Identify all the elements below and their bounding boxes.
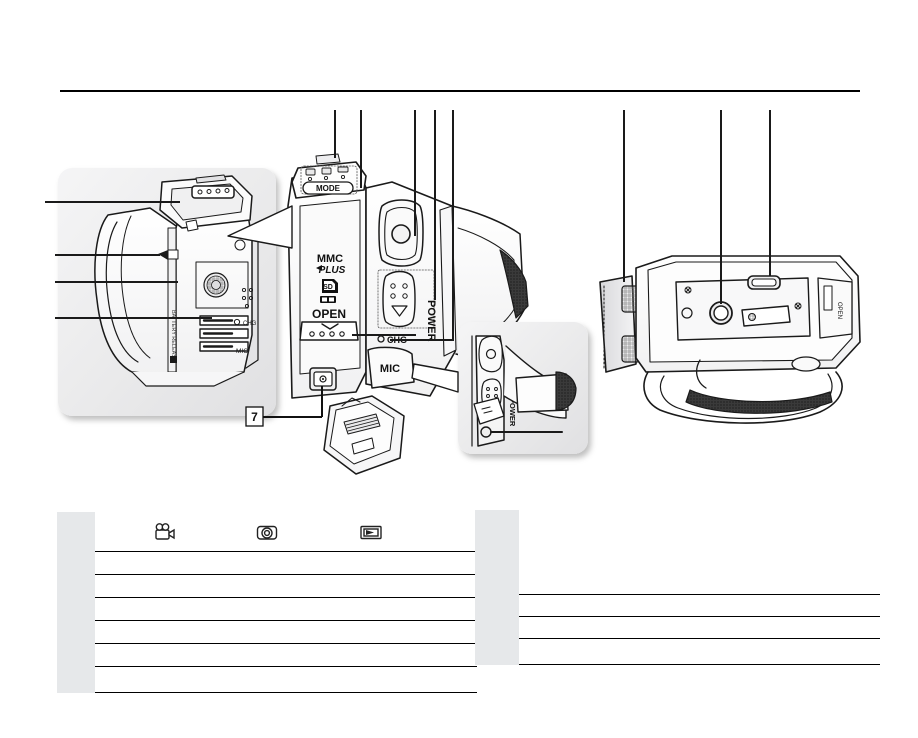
row-index-cell (57, 644, 95, 667)
row-index-cell (57, 667, 95, 693)
row-label-cell (95, 667, 477, 693)
row-label-cell (519, 639, 880, 665)
row-index-cell (57, 598, 95, 621)
svg-text:MODE: MODE (316, 184, 341, 193)
header-index-cell (475, 510, 519, 595)
row-index-cell (57, 575, 95, 598)
table-row (475, 595, 880, 617)
secondary-reference-table (475, 510, 880, 665)
row-label-cell (519, 617, 880, 639)
header-label-cell (519, 510, 880, 595)
leader-line-right-3 (769, 110, 771, 276)
camcorder-illustration: BATTERY RELEASE (45, 153, 861, 475)
row-index-cell (475, 595, 519, 617)
row-label-cell (95, 644, 477, 667)
table-row (475, 617, 880, 639)
table-row (475, 639, 880, 665)
svg-text:MIC: MIC (380, 363, 400, 375)
figure-diagram: BATTERY RELEASE (0, 110, 918, 500)
leader-line-top-4 (434, 110, 436, 300)
row-label-cell (519, 595, 880, 617)
header-index-cell (57, 512, 95, 552)
row-label-cell (95, 575, 477, 598)
svg-text:PLUS: PLUS (319, 265, 346, 276)
row-index-cell (57, 552, 95, 575)
svg-text:CHG: CHG (243, 321, 257, 327)
svg-text:SD: SD (323, 284, 333, 291)
leader-line-top-2 (360, 110, 362, 188)
play-mode-icon (358, 522, 384, 542)
header-rule (60, 90, 860, 92)
photo-mode-icon (254, 522, 280, 542)
svg-text:MMC: MMC (317, 253, 343, 265)
callout-7: 7 (245, 386, 323, 427)
table-header-row (475, 510, 880, 595)
svg-text:OPEN: OPEN (836, 302, 842, 319)
svg-text:POWER: POWER (425, 300, 437, 342)
svg-text:MIC: MIC (236, 348, 248, 355)
svg-text:POWER: POWER (508, 398, 517, 427)
left-inset-leader-lines (45, 201, 212, 319)
mode-reference-table (57, 512, 477, 693)
svg-text:BATTERY RELEASE: BATTERY RELEASE (170, 310, 176, 362)
table-row (57, 598, 477, 621)
movie-mode-icon (150, 522, 176, 542)
row-label-cell (95, 621, 477, 644)
table-row (57, 667, 477, 693)
row-index-cell (475, 639, 519, 665)
svg-text:7: 7 (251, 410, 258, 424)
table-row (57, 575, 477, 598)
hand-strap-inset-art: POWER (411, 335, 577, 447)
right-camcorder-bottom-view: OPEN (599, 255, 861, 424)
leader-line-top-3 (414, 110, 416, 236)
row-label-cell (95, 598, 477, 621)
table-header-row (57, 512, 477, 552)
row-index-cell (475, 617, 519, 639)
row-index-cell (57, 621, 95, 644)
row-label-cell (95, 552, 477, 575)
table-row (57, 644, 477, 667)
leader-line-top-1 (334, 110, 336, 158)
leader-line-open-elbow (352, 334, 416, 336)
table-row (57, 621, 477, 644)
leader-line-right-2 (720, 110, 722, 304)
battery-side-camcorder: BATTERY RELEASE (94, 174, 259, 387)
table-row (57, 552, 477, 575)
leader-line-top-5 (452, 110, 454, 340)
leader-line-chg-elbow (390, 339, 454, 341)
header-icons-cell (95, 512, 477, 552)
svg-text:OPEN: OPEN (312, 307, 346, 321)
leader-line-right-1 (623, 110, 625, 282)
main-camcorder-left-side: MODE MMC PLUS SD OPEN (227, 153, 529, 475)
